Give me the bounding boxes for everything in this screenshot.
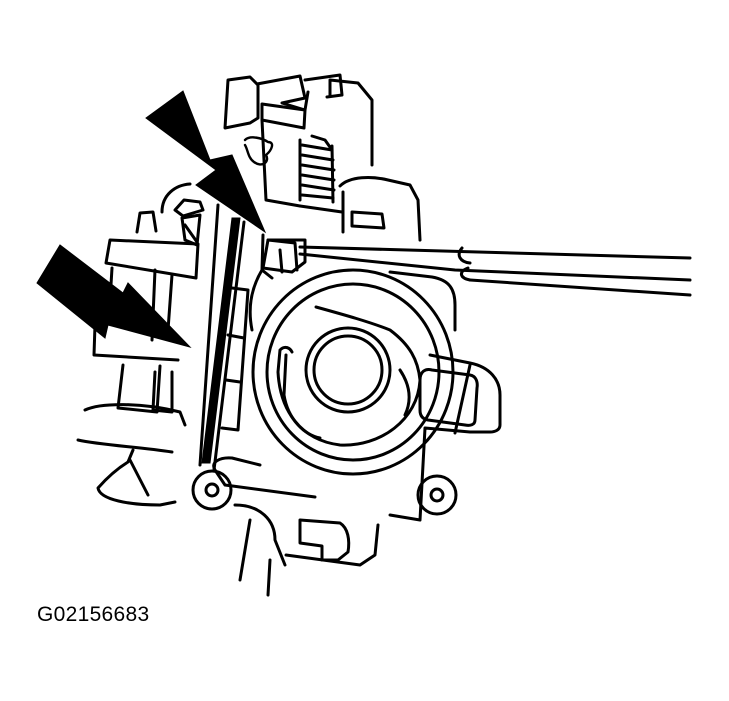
- lock-cylinder-ring: [251, 268, 455, 476]
- shaft-plate: [198, 203, 250, 472]
- figure-id-label: G02156683: [37, 603, 150, 626]
- screwdriver: [298, 245, 692, 297]
- mounting-bolt-right: [416, 474, 458, 516]
- upper-arrow-icon: [145, 90, 267, 234]
- main-housing: [212, 233, 502, 597]
- mounting-bolt-left: [191, 469, 233, 511]
- top-housing: [223, 73, 422, 242]
- lower-arrow-icon: [36, 244, 192, 348]
- spring-icon: [298, 134, 336, 204]
